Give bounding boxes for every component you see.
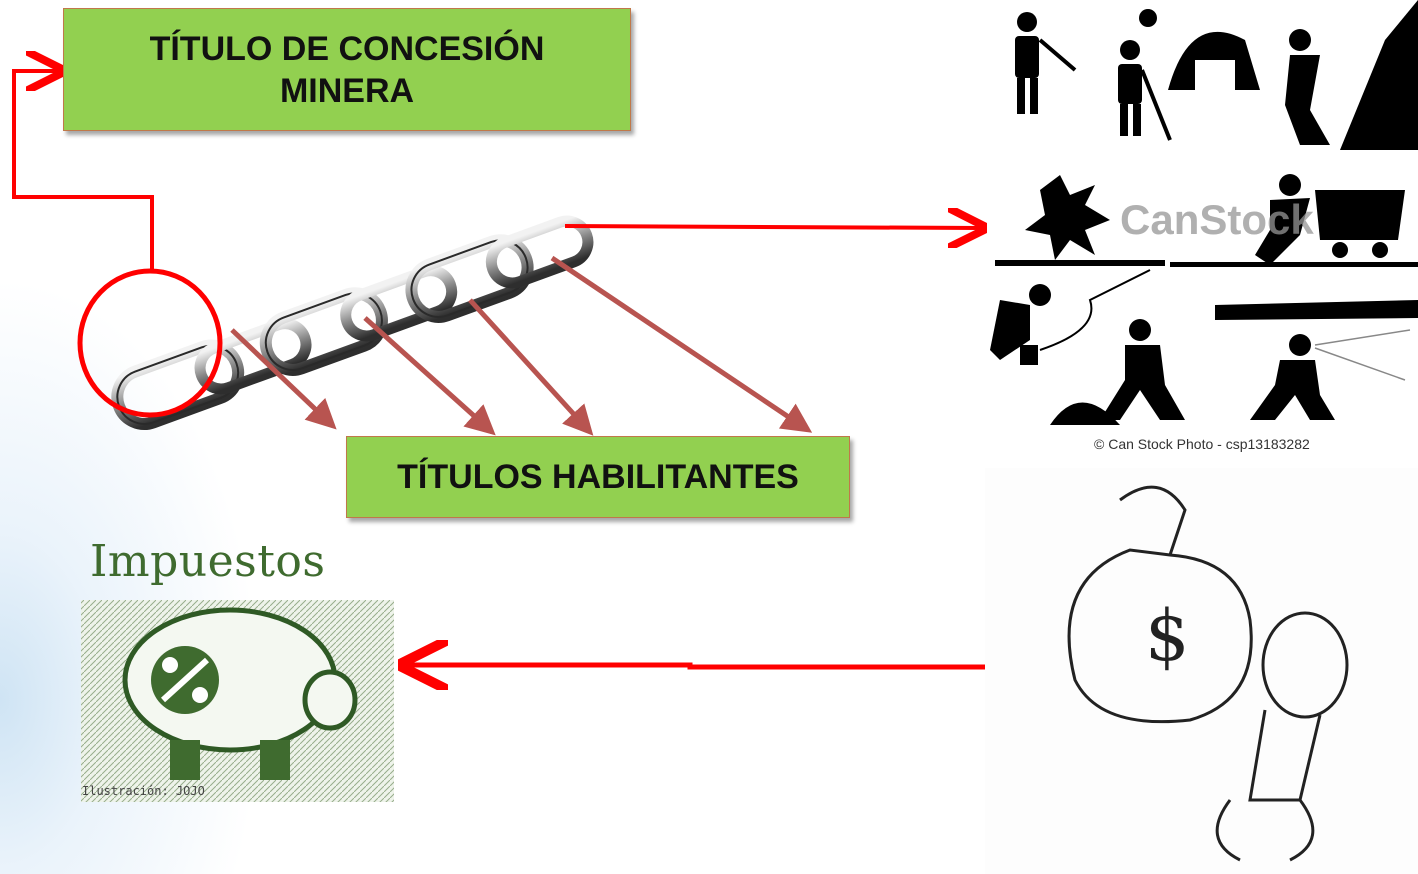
arrows-to-enabling-titles [230,255,813,436]
arrow-to-mining [564,226,980,228]
mining-credit: © Can Stock Photo - csp13183282 [1094,436,1310,452]
mining-watermark: CanStock [1120,196,1314,243]
highlight-circle [77,268,223,418]
miners-pictogram-icon [987,0,1418,438]
concession-title-label: TÍTULO DE CONCESIÓN MINERA [149,29,545,110]
chain-icon [111,215,594,430]
arrow-to-taxes [408,665,985,667]
enabling-titles-box: TÍTULOS HABILITANTES [346,436,850,518]
piggy-bank-icon [81,600,394,802]
concession-title-box: TÍTULO DE CONCESIÓN MINERA [63,8,631,131]
enabling-titles-label: TÍTULOS HABILITANTES [397,457,799,496]
money-bag-carrier-icon: $ [985,468,1418,874]
taxes-title: Impuestos [90,536,326,587]
arrow-to-concession [12,71,154,270]
taxes-credit: Ilustración: JOJO [82,784,205,798]
svg-text:$: $ [1145,595,1190,677]
